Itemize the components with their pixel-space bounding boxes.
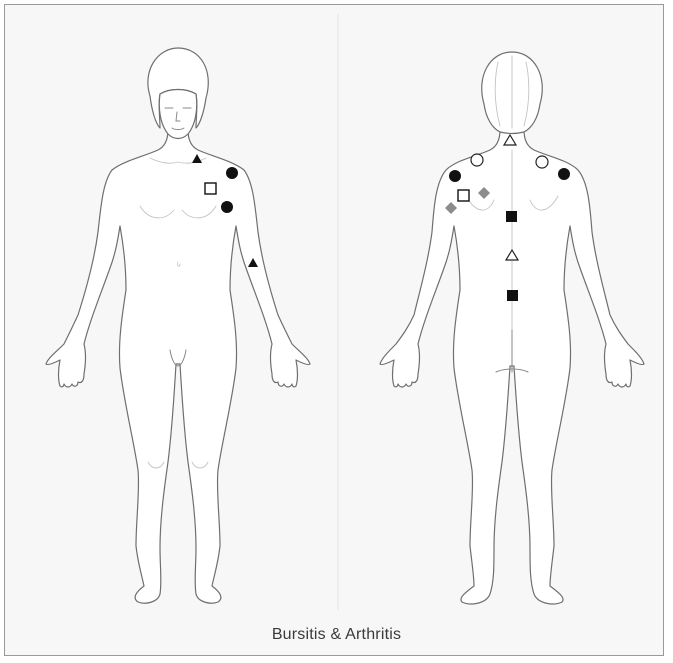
square-filled-marker [506,211,517,222]
circle-filled-marker [226,167,238,179]
circle-filled-marker [558,168,570,180]
square-open-marker [205,183,216,194]
circle-open-marker [536,156,548,168]
circle-open-marker [471,154,483,166]
square-open-marker [458,190,469,201]
front-body-outline [46,130,310,603]
figure-caption: Bursitis & Arthritis [0,626,673,644]
front-body-figure [46,48,310,603]
front-face [159,90,196,139]
square-filled-marker [507,290,518,301]
back-body-figure [380,52,644,604]
circle-filled-marker [449,170,461,182]
circle-filled-marker [221,201,233,213]
